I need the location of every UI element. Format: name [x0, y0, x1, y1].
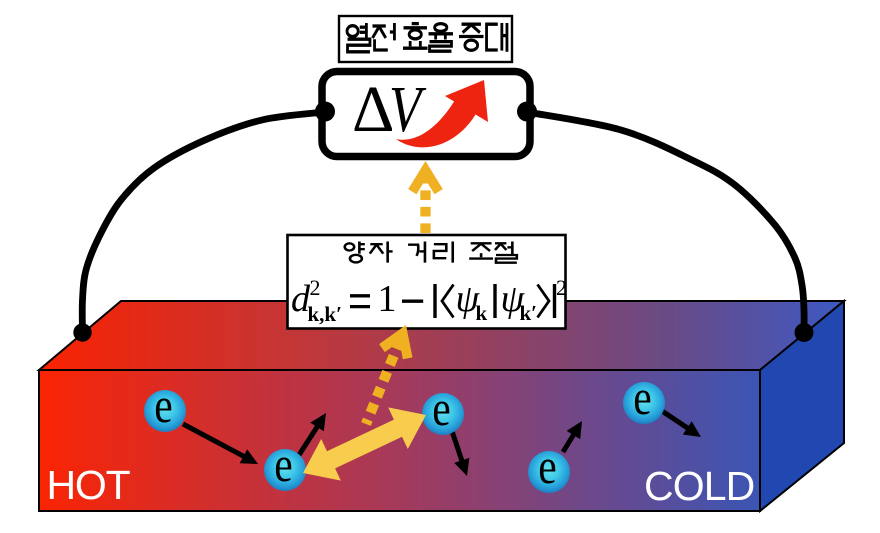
svg-text:Δ: Δ — [352, 73, 394, 146]
svg-text:2: 2 — [310, 275, 321, 300]
svg-text:e: e — [274, 436, 292, 491]
svg-text:1: 1 — [378, 278, 397, 320]
svg-text:ψ: ψ — [501, 278, 526, 320]
svg-text:k′: k′ — [520, 301, 538, 325]
svg-text:d: d — [291, 278, 311, 320]
svg-text:e: e — [633, 369, 651, 424]
svg-text:V: V — [389, 72, 427, 145]
svg-text:HOT: HOT — [47, 462, 131, 508]
svg-text:e: e — [538, 438, 556, 493]
svg-text:ψ: ψ — [456, 278, 481, 320]
svg-text:k,k′: k,k′ — [308, 302, 343, 326]
svg-text:COLD: COLD — [644, 463, 754, 509]
svg-text:k: k — [476, 301, 488, 325]
svg-text:e: e — [432, 380, 450, 435]
svg-text:e: e — [154, 377, 172, 432]
svg-text:2: 2 — [556, 275, 567, 300]
